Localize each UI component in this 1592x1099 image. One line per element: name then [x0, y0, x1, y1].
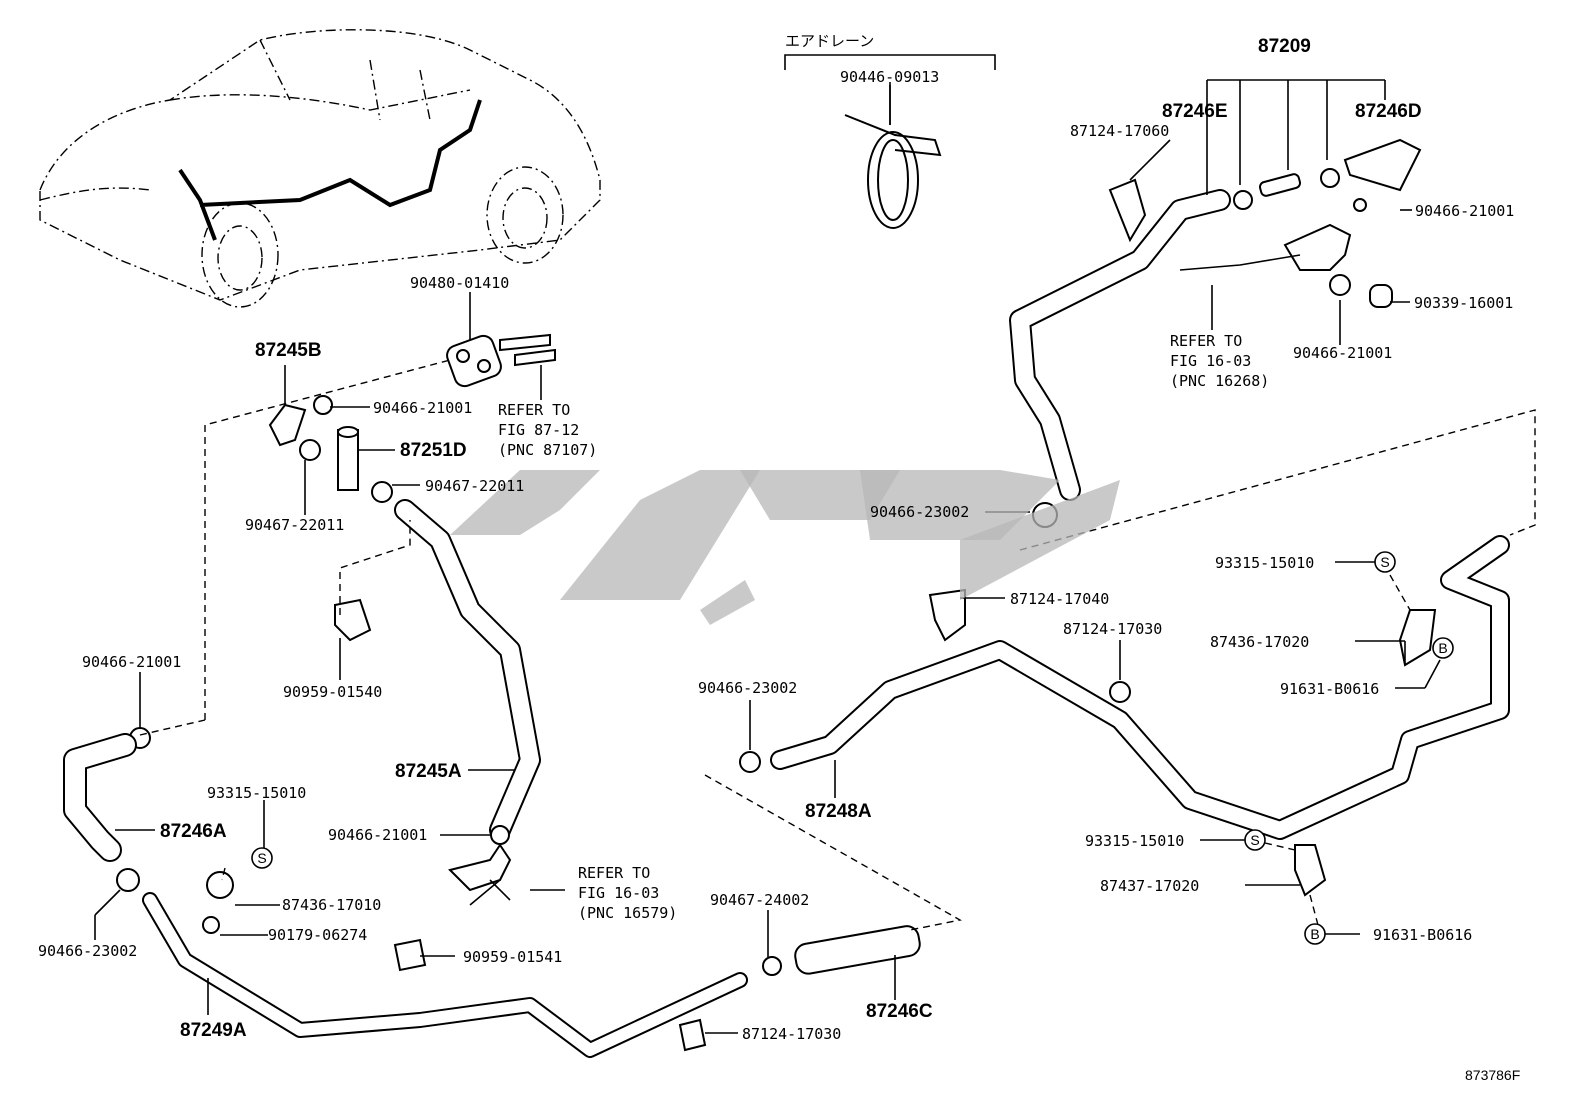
marker-s-l: S	[251, 847, 273, 869]
label-90466-21001-b: 90466-21001	[328, 826, 427, 844]
label-87248a: 87248A	[805, 801, 872, 822]
label-87249a: 87249A	[180, 1020, 247, 1041]
joint-pipe-part[interactable]	[1258, 173, 1302, 197]
marker-s-text-r1: S	[1380, 554, 1389, 570]
marker-s-text-r2: S	[1250, 832, 1259, 848]
label-90467-24002: 90467-24002	[710, 891, 809, 909]
label-87209: 87209	[1258, 36, 1311, 57]
refer-block-1: REFER TO FIG 87-12 (PNC 87107)	[498, 401, 597, 459]
marker-b-text-r1: B	[1438, 640, 1447, 656]
marker-s-r1: S	[1374, 551, 1396, 573]
refer-2-line-1: REFER TO	[1170, 332, 1242, 350]
label-90466-21001-tr1: 90466-21001	[1415, 202, 1514, 220]
watermark-logo	[450, 470, 1120, 625]
vehicle-outline-illustration	[39, 29, 601, 308]
label-87124-17060: 87124-17060	[1070, 122, 1169, 140]
grommet-part[interactable]	[444, 333, 503, 389]
refer-1-line-3: (PNC 87107)	[498, 441, 597, 459]
label-90467-22011-r: 90467-22011	[425, 477, 524, 495]
label-87251d: 87251D	[400, 440, 467, 461]
label-90466-23002-l: 90466-23002	[38, 942, 137, 960]
label-90466-23002-r: 90466-23002	[698, 679, 797, 697]
label-93315-15010-l: 93315-15010	[207, 784, 306, 802]
refer-2-line-2: FIG 16-03	[1170, 352, 1251, 370]
label-87246e: 87246E	[1162, 101, 1228, 122]
label-90467-22011-l: 90467-22011	[245, 516, 344, 534]
label-93315-15010-r2: 93315-15010	[1085, 832, 1184, 850]
refer-block-2: REFER TO FIG 16-03 (PNC 16268)	[1170, 332, 1269, 390]
label-91631-b0616-r2: 91631-B0616	[1373, 926, 1472, 944]
label-90179-06274: 90179-06274	[268, 926, 367, 944]
drain-hose-coil-part[interactable]	[844, 114, 942, 229]
label-87124-17030-r: 87124-17030	[1063, 620, 1162, 638]
marker-b-text-r2: B	[1310, 926, 1319, 942]
clamp-90467-24002[interactable]	[762, 956, 782, 976]
label-87246d: 87246D	[1355, 101, 1422, 122]
figure-code: 873786F	[1465, 1067, 1520, 1083]
label-87246a: 87246A	[160, 821, 227, 842]
label-87245a: 87245A	[395, 761, 462, 782]
part-labels: 90446-09013 87209 87246E 87246D 87124-17…	[38, 36, 1514, 1043]
hose-87246d-part[interactable]	[1343, 138, 1422, 192]
label-90446-09013: 90446-09013	[840, 68, 939, 86]
label-91631-b0616-r1: 91631-B0616	[1280, 680, 1379, 698]
heater-hose-87246e-part[interactable]	[1009, 189, 1231, 501]
label-90959-01541: 90959-01541	[463, 948, 562, 966]
drain-header-text: エアドレーン	[785, 32, 874, 50]
label-90466-23002-mid: 90466-23002	[870, 503, 969, 521]
label-87124-17040: 87124-17040	[1010, 590, 1109, 608]
dashed-reference-lines	[139, 359, 1536, 931]
label-90466-21001-a: 90466-21001	[373, 399, 472, 417]
label-87436-17020: 87436-17020	[1210, 633, 1309, 651]
hose-87245a-part[interactable]	[394, 499, 541, 841]
label-87246c: 87246C	[866, 1001, 933, 1022]
label-90466-21001-tr2: 90466-21001	[1293, 344, 1392, 362]
clamps-right[interactable]	[739, 588, 1437, 897]
label-87245b: 87245B	[255, 340, 322, 361]
marker-b-r2: B	[1304, 923, 1326, 945]
refer-3-line-2: FIG 16-03	[578, 884, 659, 902]
bracket-87209	[1206, 79, 1386, 195]
refer-1-line-1: REFER TO	[498, 401, 570, 419]
pipe-ends-refer	[499, 333, 556, 367]
label-90959-01540: 90959-01540	[283, 683, 382, 701]
label-90466-21001-l: 90466-21001	[82, 653, 181, 671]
marker-b-r1: B	[1432, 637, 1454, 659]
tee-valve-part[interactable]	[1179, 223, 1352, 271]
hose-87246a-part[interactable]	[63, 733, 137, 862]
label-90339-16001: 90339-16001	[1414, 294, 1513, 312]
label-87436-17010: 87436-17010	[282, 896, 381, 914]
refer-block-3: REFER TO FIG 16-03 (PNC 16579)	[578, 864, 677, 922]
tee-pipe-refer-bottom[interactable]	[448, 843, 512, 906]
refer-3-line-1: REFER TO	[578, 864, 650, 882]
label-87124-17030-b: 87124-17030	[742, 1025, 841, 1043]
refer-2-line-3: (PNC 16268)	[1170, 372, 1269, 390]
label-93315-15010-r1: 93315-15010	[1215, 554, 1314, 572]
refer-1-line-2: FIG 87-12	[498, 421, 579, 439]
pipe-87248a-part[interactable]	[770, 535, 1510, 840]
hose-87245b-part[interactable]	[268, 403, 307, 447]
clamps-left[interactable]	[116, 395, 707, 1052]
pipe-87249a-part[interactable]	[142, 892, 748, 1058]
hose-87246c-part[interactable]	[793, 924, 921, 975]
marker-s-text-l: S	[257, 850, 266, 866]
valve-87251d-part[interactable]	[337, 426, 359, 491]
marker-s-r2: S	[1244, 829, 1266, 851]
leader-lines	[94, 85, 1441, 1034]
refer-3-line-3: (PNC 16579)	[578, 904, 677, 922]
label-90480-01410: 90480-01410	[410, 274, 509, 292]
label-87437-17020: 87437-17020	[1100, 877, 1199, 895]
